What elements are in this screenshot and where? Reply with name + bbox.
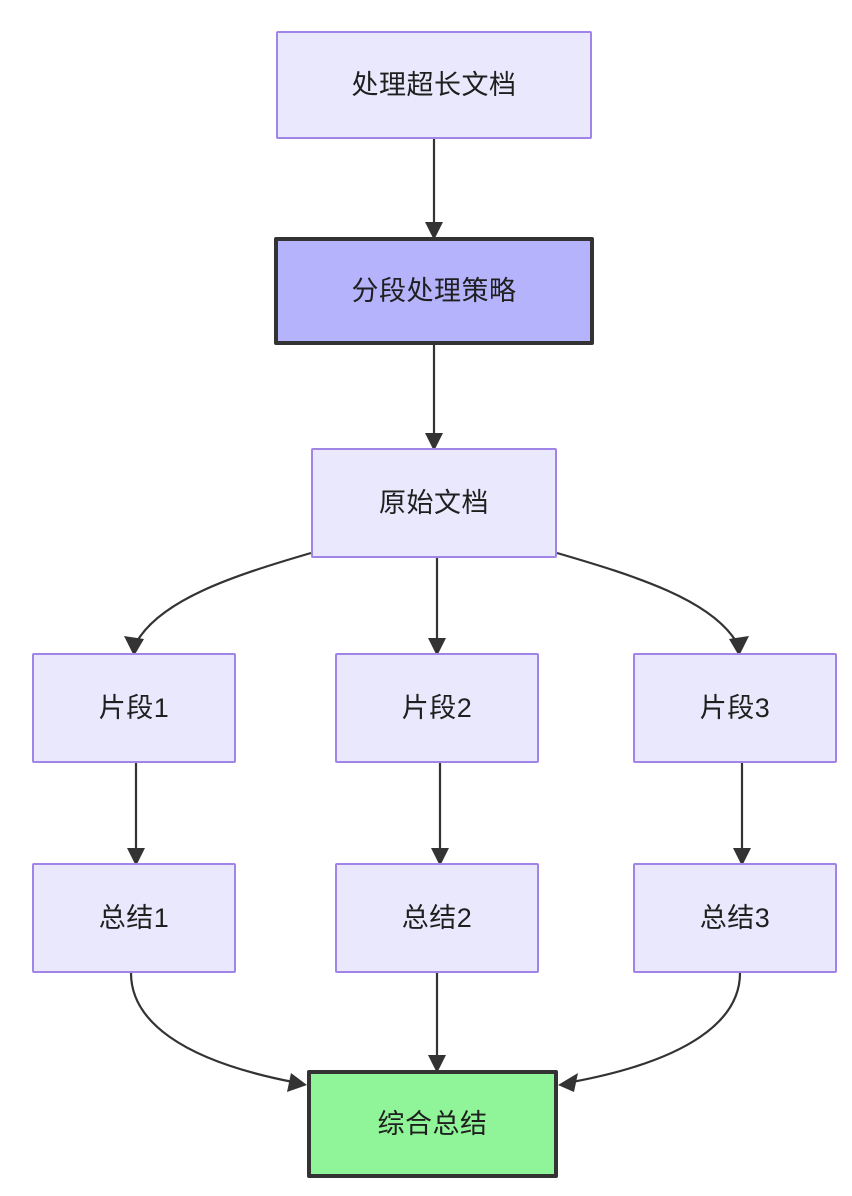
node-chunk-strategy[interactable]: 分段处理策略	[274, 237, 594, 345]
node-segment-1[interactable]: 片段1	[32, 653, 236, 763]
edge-source-document-to-segment-2	[428, 558, 446, 656]
edge-summary-1-to-final-summary	[129, 972, 307, 1092]
edge-chunk-strategy-to-source-document	[425, 345, 443, 451]
node-long-document[interactable]: 处理超长文档	[276, 31, 592, 139]
node-summary-1[interactable]: 总结1	[32, 863, 236, 973]
edge-segment-3-to-summary-3	[733, 763, 751, 866]
node-summary-2[interactable]: 总结2	[335, 863, 539, 973]
node-label: 原始文档	[379, 487, 489, 518]
node-final-summary[interactable]: 综合总结	[307, 1070, 558, 1178]
edge-segment-2-to-summary-2	[431, 763, 449, 866]
node-segment-2[interactable]: 片段2	[335, 653, 539, 763]
node-label: 综合总结	[377, 1108, 488, 1139]
edge-summary-2-to-final-summary	[428, 973, 446, 1073]
node-label: 总结2	[401, 902, 473, 933]
node-source-document[interactable]: 原始文档	[311, 448, 557, 558]
node-label: 总结1	[98, 902, 170, 933]
node-label: 片段3	[699, 692, 771, 723]
node-label: 总结3	[699, 902, 771, 933]
node-summary-3[interactable]: 总结3	[633, 863, 837, 973]
edge-source-document-to-segment-3	[556, 551, 749, 656]
node-label: 片段1	[98, 692, 170, 723]
edge-source-document-to-segment-1	[124, 551, 312, 656]
edge-summary-3-to-final-summary	[558, 972, 742, 1092]
node-label: 分段处理策略	[351, 275, 517, 306]
node-segment-3[interactable]: 片段3	[633, 653, 837, 763]
node-label: 片段2	[401, 692, 473, 723]
edge-long-document-to-chunk-strategy	[425, 139, 443, 240]
edge-segment-1-to-summary-1	[127, 763, 145, 866]
node-label: 处理超长文档	[351, 69, 517, 100]
